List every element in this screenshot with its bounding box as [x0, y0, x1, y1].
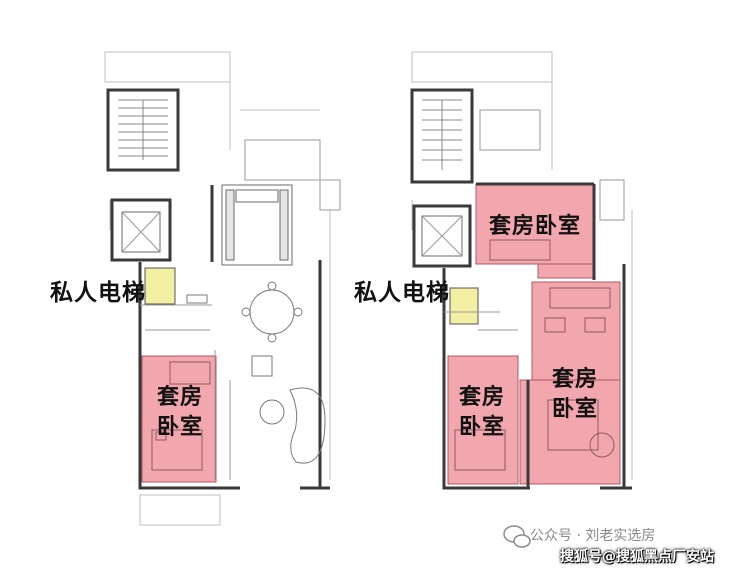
right-lower-left-bedroom-highlight [447, 355, 519, 485]
left-main-walls [138, 185, 330, 490]
watermark-account: 公众号 · 刘老实选房 [530, 528, 656, 544]
right-lower-left-bedroom-label: 套房卧室 [458, 385, 505, 440]
right-lift-shafts [412, 204, 472, 268]
right-main-walls [442, 182, 632, 490]
right-private-elevator-highlight [449, 287, 479, 325]
left-private-elevator-highlight [144, 267, 176, 305]
watermark-site: 搜狐号@搜狐黑点厂安站 [560, 549, 714, 565]
left-kitchen [221, 184, 293, 266]
left-bedroom-furniture [151, 361, 211, 471]
right-upper-bedroom-corridor-highlight [537, 263, 595, 279]
right-floor-plan [411, 51, 633, 480]
left-interior-lines [140, 139, 341, 480]
right-upper-bedroom-highlight [475, 183, 595, 265]
left-suite-bedroom-highlight [141, 355, 217, 483]
right-bedroom-furniture [454, 239, 615, 471]
left-floor-plan [104, 51, 331, 526]
right-stair-block [410, 88, 474, 184]
right-master-bedroom-label: 套房卧室 [551, 367, 598, 422]
right-private-elevator-label: 私人电梯 [354, 280, 450, 306]
left-lift-shafts [110, 198, 172, 262]
left-suite-bedroom-label: 套房卧室 [156, 385, 203, 440]
left-private-elevator-label: 私人电梯 [50, 280, 146, 306]
right-upper-bedroom-label: 套房卧室 [488, 214, 581, 239]
left-dining-living [186, 281, 326, 464]
left-stair-block [106, 88, 180, 172]
wechat-logo-icon [503, 525, 531, 548]
right-master-bedroom-lower-highlight [519, 379, 621, 485]
right-interior-lines [444, 109, 625, 331]
